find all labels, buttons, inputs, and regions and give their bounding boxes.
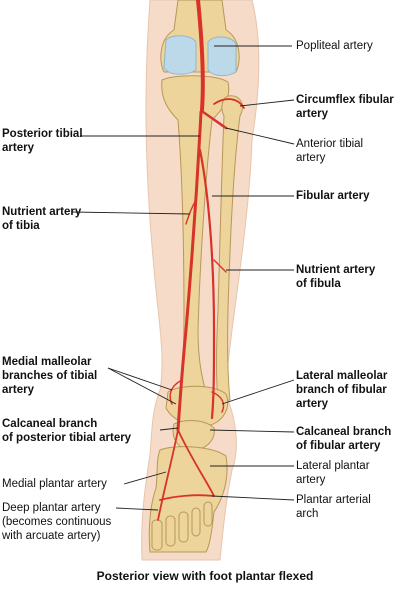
label-calcaneal-posterior-2: of posterior tibial artery bbox=[2, 432, 132, 444]
label-lateral-plantar-2: artery bbox=[296, 474, 326, 486]
label-lateral-malleolar-2: branch of fibular bbox=[296, 384, 387, 396]
label-nutrient-tibia-2: of tibia bbox=[2, 220, 40, 232]
figure-caption: Posterior view with foot plantar flexed bbox=[96, 569, 314, 583]
popliteal-artery bbox=[196, 0, 205, 112]
label-calcaneal-fibular-1: Calcaneal branch bbox=[296, 426, 392, 438]
label-anterior-tibial-1: Anterior tibial bbox=[296, 138, 364, 150]
label-lateral-plantar-1: Lateral plantar bbox=[296, 460, 370, 472]
leader-lines bbox=[71, 45, 295, 511]
label-medial-malleolar-2: branches of tibial bbox=[2, 370, 98, 382]
label-fibular-artery: Fibular artery bbox=[296, 190, 370, 202]
label-anterior-tibial-2: artery bbox=[296, 152, 326, 164]
label-deep-plantar-2: (becomes continuous bbox=[2, 516, 112, 528]
medial-condyle-cartilage bbox=[163, 35, 197, 75]
label-lateral-malleolar-1: Lateral malleolar bbox=[296, 370, 388, 382]
fibular-artery bbox=[198, 148, 216, 420]
label-calcaneal-fibular-2: of fibular artery bbox=[296, 440, 381, 452]
label-nutrient-fibula-2: of fibula bbox=[296, 278, 341, 290]
label-medial-malleolar-1: Medial malleolar bbox=[2, 356, 92, 368]
lateral-condyle-cartilage bbox=[207, 36, 237, 77]
label-nutrient-tibia-1: Nutrient artery bbox=[2, 206, 82, 218]
label-deep-plantar-1: Deep plantar artery bbox=[2, 502, 101, 514]
label-popliteal-artery: Popliteal artery bbox=[296, 40, 373, 52]
label-circumflex-fibular-1: Circumflex fibular bbox=[296, 94, 394, 106]
label-deep-plantar-3: with arcuate artery) bbox=[2, 530, 101, 542]
plantar-arteries bbox=[157, 429, 215, 521]
anterior-tibial-artery bbox=[201, 110, 228, 130]
label-plantar-arch-2: arch bbox=[296, 508, 319, 520]
nutrient-tibia-branch bbox=[185, 199, 197, 225]
label-plantar-arch-1: Plantar arterial bbox=[296, 494, 371, 506]
label-calcaneal-posterior-1: Calcaneal branch bbox=[2, 418, 98, 430]
label-posterior-tibial-1: Posterior tibial bbox=[2, 128, 83, 140]
label-medial-malleolar-3: artery bbox=[2, 384, 34, 396]
posterior-tibial-artery bbox=[176, 110, 203, 432]
label-circumflex-fibular-2: artery bbox=[296, 108, 328, 120]
label-medial-plantar: Medial plantar artery bbox=[2, 478, 107, 490]
nutrient-fibula-branch bbox=[213, 259, 227, 273]
label-nutrient-fibula-1: Nutrient artery bbox=[296, 264, 376, 276]
label-lateral-malleolar-3: artery bbox=[296, 398, 328, 410]
label-posterior-tibial-2: artery bbox=[2, 142, 34, 154]
toe-bones bbox=[151, 501, 213, 551]
